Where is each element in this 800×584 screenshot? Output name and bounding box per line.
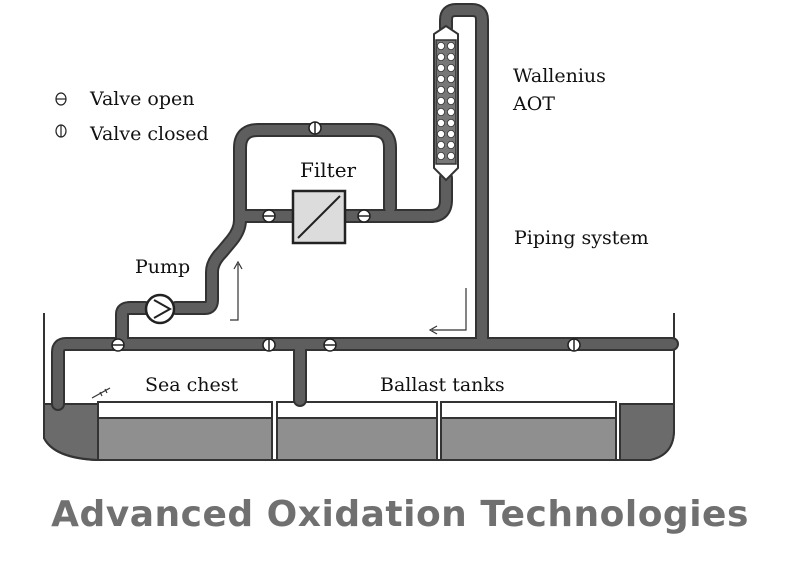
valve-open[interactable]	[323, 338, 337, 352]
valve-closed[interactable]	[308, 121, 322, 135]
piping-label: Piping system	[514, 227, 649, 249]
reactor-cell	[436, 129, 445, 138]
reactor-cell	[436, 140, 445, 149]
valve-closed[interactable]	[567, 338, 581, 352]
reactor-cell	[446, 97, 455, 106]
reactor-cell	[436, 42, 445, 51]
filter-label: Filter	[300, 158, 357, 182]
reactor-cell	[446, 75, 455, 84]
reactor-cell	[446, 42, 455, 51]
pump-label: Pump	[135, 256, 190, 278]
reactor-cell	[436, 86, 445, 95]
valve-open[interactable]	[262, 209, 276, 223]
reactor-cell	[436, 119, 445, 128]
reactor-cell	[436, 151, 445, 160]
reactor-cell	[446, 119, 455, 128]
reactor-cell	[446, 108, 455, 117]
valve-open[interactable]	[357, 209, 371, 223]
hull-right-bottom	[619, 403, 675, 461]
pipe-network	[51, 3, 679, 411]
aot-label-line1: Wallenius	[513, 65, 606, 87]
filter-unit	[291, 189, 347, 245]
sea-chest-tank	[97, 401, 273, 461]
page-title: Advanced Oxidation Technologies	[51, 494, 749, 535]
reactor-cell	[446, 64, 455, 73]
valve-closed[interactable]	[262, 338, 276, 352]
sea-chest-label: Sea chest	[145, 374, 239, 396]
legend-valve-closed-icon	[55, 124, 67, 138]
ballast-tank-2	[440, 401, 617, 461]
reactor-cell	[436, 53, 445, 62]
valve-open[interactable]	[111, 338, 125, 352]
reactor-cell	[436, 75, 445, 84]
aot-label-line2: AOT	[512, 93, 555, 115]
reactor-cell	[436, 97, 445, 106]
reactor-cell	[446, 129, 455, 138]
ballast-tank-1	[276, 401, 438, 461]
ballast-tanks-label: Ballast tanks	[380, 374, 505, 396]
pump-symbol	[144, 293, 176, 325]
aot-reactor	[433, 24, 459, 182]
sea-chest-grating	[91, 387, 111, 399]
reactor-cell	[436, 64, 445, 73]
flow-arrow-up	[230, 260, 243, 321]
flow-arrow-left	[428, 288, 467, 335]
legend-closed-label: Valve closed	[89, 123, 209, 145]
legend-open-label: Valve open	[89, 88, 194, 110]
reactor-cell	[446, 140, 455, 149]
reactor-cell	[446, 86, 455, 95]
reactor-cell	[446, 151, 455, 160]
hull-left-bottom	[43, 403, 99, 462]
reactor-cell	[436, 108, 445, 117]
reactor-cell	[446, 53, 455, 62]
legend-valve-open-icon	[55, 92, 67, 106]
